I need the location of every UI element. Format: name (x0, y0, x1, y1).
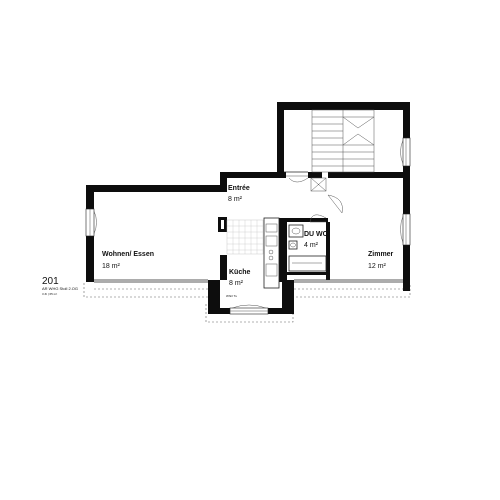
room-area-kueche: 8 m² (229, 280, 244, 287)
entry-door (286, 175, 309, 183)
wall-bay-bottom-left (208, 308, 230, 314)
window-bay (229, 304, 269, 315)
wall-bath-bottom (287, 272, 329, 275)
wall-bay-right (282, 280, 294, 314)
wall-stair-left (277, 102, 284, 176)
facade-living (94, 279, 208, 283)
wall-top (277, 102, 410, 110)
wall-left-lower (86, 236, 94, 282)
kitchen-counter (263, 217, 280, 289)
room-name-entree: Entrée (228, 185, 250, 192)
wall-left-upper (86, 185, 94, 209)
room-area-zimmer: 12 m² (368, 263, 387, 270)
room-area-entree: 8 m² (228, 196, 243, 203)
facade-zimmer (294, 279, 403, 283)
balcony-outline (83, 283, 411, 298)
window-right-lower (400, 213, 411, 246)
zimmer-door (327, 194, 343, 214)
staircase (311, 109, 375, 173)
room-name-kueche: Küche (229, 269, 251, 276)
wall-entree-top-right (308, 172, 322, 178)
unit-detail: 3 Zi | 65 m² (42, 292, 57, 296)
wall-zimmer-top (328, 172, 410, 178)
closet (310, 177, 327, 192)
room-name-zimmer: Zimmer (368, 251, 394, 258)
closet-cross (310, 177, 327, 192)
wall-kitchen-right (279, 218, 287, 282)
window-right-upper (400, 137, 411, 167)
chimney-void (221, 220, 224, 229)
room-area-wohnen: 18 m² (102, 263, 121, 270)
room-name-wohnen: Wohnen/ Essen (102, 251, 154, 258)
wall-bay-left (208, 280, 220, 314)
unit-number: 201 (42, 276, 59, 287)
wall-entree-top (220, 172, 286, 178)
wall-right-lower (403, 245, 410, 291)
wall-bay-bottom-right (268, 308, 294, 314)
window-left (85, 208, 97, 237)
room-name-duwc: DU WC (304, 231, 328, 238)
bath-door (309, 214, 327, 223)
wall-bath-right (326, 222, 330, 280)
wall-living-top (86, 185, 220, 192)
wall-right-upper (403, 102, 410, 138)
room-area-duwc: 4 m² (304, 242, 319, 249)
wall-kitchen-left (220, 255, 227, 280)
wall-entree-left (220, 172, 227, 192)
wall-bath-top (287, 218, 328, 222)
kitchen-note: Whirl Tu (226, 294, 237, 298)
wall-right-mid (403, 166, 410, 214)
unit-subtitle: AR WHG Stoll 2.OG (42, 286, 78, 291)
bath-fixtures (288, 224, 327, 272)
kitchen-tiles (226, 219, 264, 255)
